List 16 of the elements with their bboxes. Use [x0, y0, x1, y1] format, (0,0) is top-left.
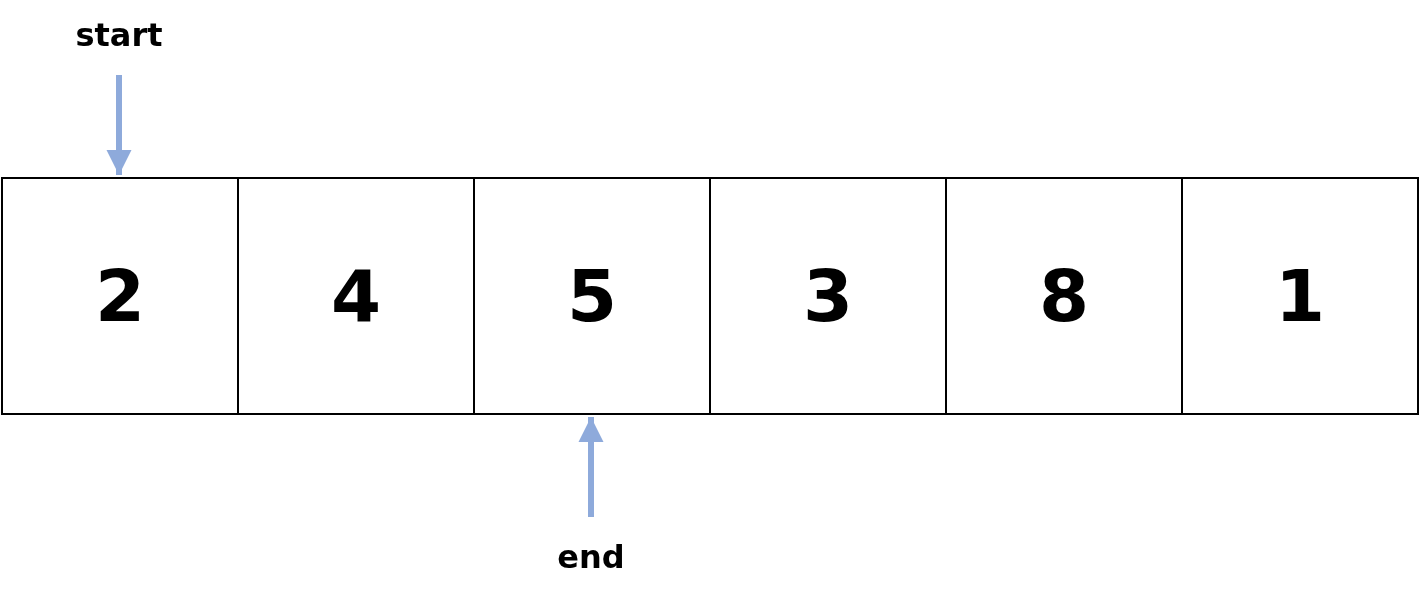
value-text: 3	[803, 254, 854, 338]
arrow	[578, 417, 604, 517]
array-cell	[236, 177, 476, 415]
array-cell	[1, 177, 240, 415]
value-text: 1	[1274, 254, 1326, 338]
array-cell	[708, 177, 948, 415]
array-cell	[472, 177, 712, 415]
value-text: 8	[1038, 254, 1090, 338]
value-text: start	[75, 16, 163, 54]
array-cell	[1180, 177, 1420, 415]
value-text: 4	[331, 254, 382, 338]
value-text: end	[557, 538, 625, 576]
array-cell	[944, 177, 1184, 415]
value-text: 5	[567, 254, 618, 338]
value-text: 2	[95, 254, 146, 338]
arrow	[106, 75, 132, 175]
